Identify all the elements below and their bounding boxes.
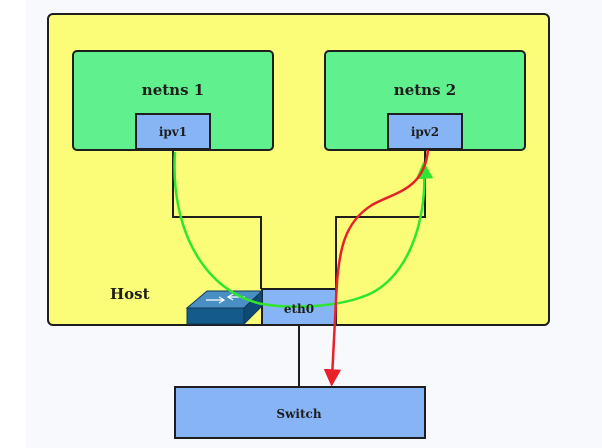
host-label: Host bbox=[110, 285, 150, 303]
eth0-label: eth0 bbox=[284, 302, 314, 316]
ipv1-interface bbox=[135, 113, 211, 150]
switch-box bbox=[174, 386, 426, 439]
ipv1-label: ipv1 bbox=[159, 125, 187, 139]
ipv1-link-line bbox=[172, 149, 262, 289]
netns-1-label: netns 1 bbox=[142, 81, 204, 99]
switch-label: Switch bbox=[276, 407, 321, 421]
ipv2-label: ipv2 bbox=[411, 125, 439, 139]
green-traffic-path bbox=[173, 151, 434, 308]
ipv2-interface bbox=[387, 113, 463, 150]
netns-2-label: netns 2 bbox=[394, 81, 456, 99]
red-traffic-path bbox=[323, 149, 430, 387]
network-switch-icon bbox=[185, 289, 264, 326]
